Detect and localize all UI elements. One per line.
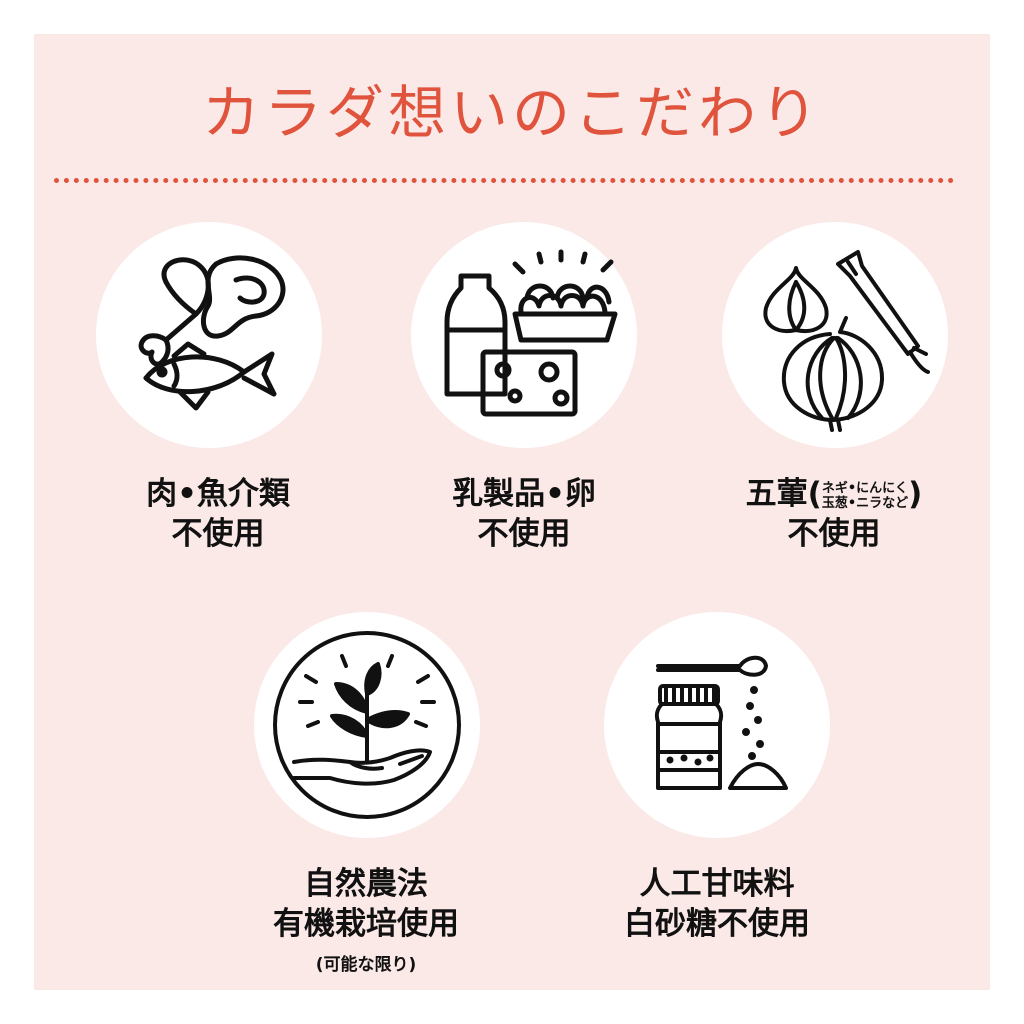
page-title: カラダ想いのこだわり (201, 79, 822, 147)
item-label-no-sugar: 人工甘味料 白砂糖不使用 (557, 864, 877, 944)
item-label-line2: 不使用 (171, 516, 265, 552)
item-label-line1: 肉•魚介類 (146, 476, 290, 512)
background-panel (34, 34, 990, 990)
garlic-onion-circle (722, 222, 948, 448)
dotted-divider (54, 178, 954, 183)
item-label-line1: 五葷(ネギ•にんにく玉葱•ニラなど) (674, 474, 994, 514)
item-note-possible: (可能な限り) (315, 955, 417, 975)
item-label-line2: 有機栽培使用 (273, 906, 459, 942)
sugar-circle (604, 612, 830, 838)
item-label-pungent-veg: 五葷(ネギ•にんにく玉葱•ニラなど) 不使用 (674, 474, 994, 554)
item-label-main: 五葷( (745, 476, 822, 512)
item-label-line2: 白砂糖不使用 (624, 906, 810, 942)
item-label-line1: 人工甘味料 (639, 866, 795, 902)
item-label-line1: 乳製品•卵 (452, 476, 596, 512)
dairy-egg-circle (411, 222, 637, 448)
sugar-jar-spoon-icon (654, 655, 788, 790)
dairy-egg-icon (444, 249, 618, 417)
item-label-line2: 不使用 (477, 516, 571, 552)
item-label-end: ) (908, 476, 923, 512)
item-label-dairy-egg: 乳製品•卵 不使用 (364, 474, 684, 554)
garlic-onion-leek-icon (763, 250, 930, 432)
item-label-line1: 自然農法 (304, 866, 428, 902)
natural-farming-circle (254, 612, 480, 838)
meat-fish-circle (96, 222, 322, 448)
item-label-natural-farming: 自然農法 有機栽培使用 (206, 864, 526, 944)
meat-fish-icon (138, 255, 286, 411)
item-label-small-a: ネギ•にんにく (821, 480, 908, 496)
item-label-small-b: 玉葱•ニラなど (821, 495, 909, 511)
item-label-line2: 不使用 (787, 516, 881, 552)
plant-in-hand-icon (273, 631, 461, 819)
item-label-small: ネギ•にんにく玉葱•ニラなど (822, 481, 908, 511)
item-label-meat-fish: 肉•魚介類 不使用 (58, 474, 378, 554)
